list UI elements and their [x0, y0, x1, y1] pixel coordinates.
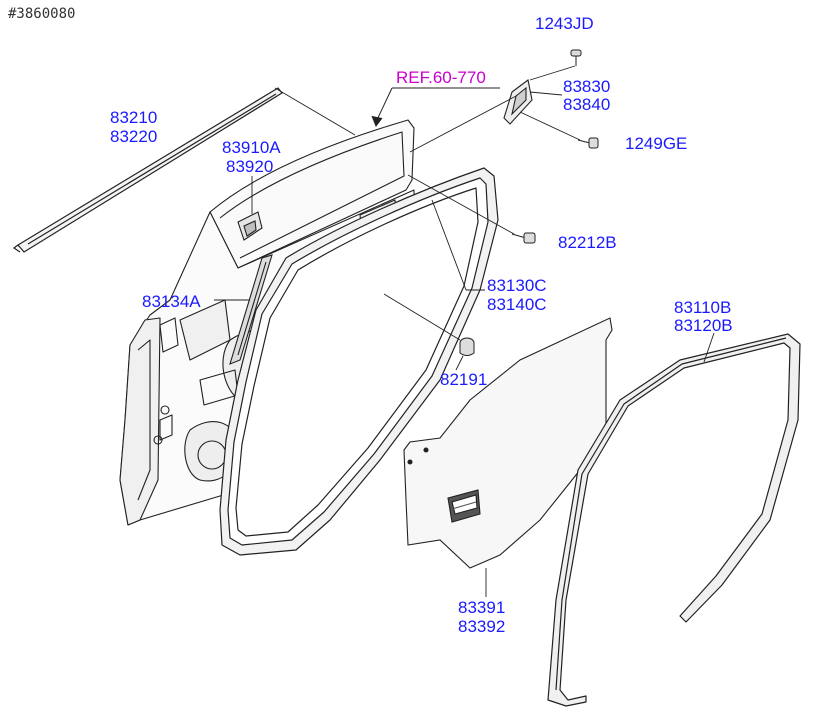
door-weatherstrip [219, 167, 499, 556]
ref-label: REF.60-770 [396, 68, 486, 87]
body-weatherstrip [547, 333, 801, 707]
waterproof-liner [403, 317, 613, 569]
part-label-83220: 83220 [110, 127, 157, 146]
part-label-82212b: 82212B [558, 233, 617, 252]
part-label-83120b: 83120B [674, 316, 733, 335]
part-label-83140c: 83140C [487, 295, 547, 314]
part-label-83210: 83210 [110, 108, 157, 127]
part-label-83134a: 83134A [142, 292, 201, 311]
division-channel [229, 254, 273, 365]
ref-leader [371, 87, 500, 128]
part-label-1243jd: 1243JD [535, 14, 594, 33]
part-label-1249ge: 1249GE [625, 134, 687, 153]
part-label-83910a: 83910A [222, 138, 281, 157]
grommet-82191 [459, 337, 475, 356]
bolt-82212b [511, 232, 536, 244]
part-label-83830: 83830 [563, 77, 610, 96]
belt-molding-strip [12, 87, 283, 253]
part-label-83840: 83840 [563, 95, 610, 114]
part-label-83391: 83391 [458, 598, 505, 617]
channel-seal-part [237, 211, 263, 241]
diagram-id: #3860080 [8, 6, 76, 22]
screw-1249ge [577, 137, 599, 149]
part-labels: 83210 83220 83910A 83920 83134A REF.60-7… [110, 14, 733, 636]
part-label-82191: 82191 [440, 370, 487, 389]
part-label-83110b: 83110B [674, 298, 731, 317]
part-label-83392: 83392 [458, 617, 505, 636]
part-label-83920: 83920 [226, 157, 273, 176]
garnish-bracket [503, 79, 533, 125]
screw-1243jd [570, 49, 582, 66]
part-label-83130c: 83130C [487, 276, 547, 295]
leader-lines [214, 65, 715, 597]
